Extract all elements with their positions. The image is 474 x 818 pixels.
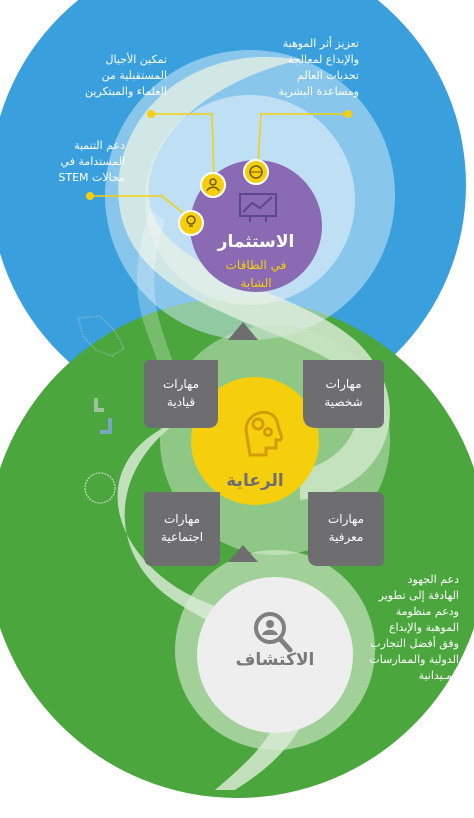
goal-connectors <box>90 113 348 221</box>
discovery-line-4: الموهبة والإبداع <box>388 621 459 634</box>
discovery-line-5: وفق أفضل التجارب <box>370 637 459 650</box>
goal-3-line-3: STEM مجالات <box>58 171 125 184</box>
goal-1-line-1: تعزيز أثر الموهبة <box>282 37 359 50</box>
investment-title: الاستثمار <box>217 232 295 252</box>
goal-1-line-3: تحديات العالم <box>297 69 359 82</box>
skill-leadership-line-1: مهارات <box>162 377 200 391</box>
skill-card-leadership <box>144 360 218 428</box>
discovery-line-2: الهادفة إلى تطوير <box>378 589 459 602</box>
globe-icon <box>243 159 269 185</box>
care-title: الرعاية <box>226 471 284 491</box>
growth-chart-icon <box>239 193 277 222</box>
goal-label-3: دعم التنمية المستدامة في STEM مجالات <box>58 138 125 186</box>
swirl-highlight <box>137 210 175 370</box>
skill-leadership-line-2: قيادية <box>166 395 196 409</box>
goal-3-line-1: دعم التنمية <box>74 139 125 152</box>
skill-personal-line-1: مهارات <box>325 377 362 391</box>
discovery-line-7: المـيدانية <box>418 669 459 682</box>
swirl-ribbon-bottom <box>117 420 312 790</box>
discovery-description: دعم الجهود الهادفة إلى تطوير ودعم منظومة… <box>369 572 459 684</box>
skill-knowledge-line-1: مهارات <box>327 512 365 526</box>
skill-card-social <box>144 492 220 566</box>
goal-dot-3 <box>86 192 94 200</box>
skill-social-line-2: اجتماعية <box>160 530 204 544</box>
discovery-line-3: ودعم منظومة <box>395 605 459 618</box>
saudi-map-icon <box>77 315 125 357</box>
investment-subtitle-1: في الطاقات <box>225 258 287 272</box>
skill-knowledge-text: مهارات معرفية <box>308 510 384 546</box>
goal-dot-1 <box>344 110 352 118</box>
recycle-arrows-icon <box>94 398 112 434</box>
skill-social-line-1: مهارات <box>163 512 201 526</box>
skill-card-personal <box>303 360 384 428</box>
discovery-line-1: دعم الجهود <box>407 573 459 586</box>
goal-2-line-2: المستقبلية من <box>101 69 167 82</box>
skill-leadership-text: مهارات قيادية <box>144 375 218 411</box>
skill-card-knowledge <box>308 492 384 566</box>
goal-1-line-4: ومساعدة البشرية <box>278 85 359 98</box>
up-arrow-bottom <box>228 545 258 562</box>
goal-label-1: تعزيز أثر الموهبة والإبداع لمعالجة تحديا… <box>278 36 359 100</box>
skill-personal-line-2: شخصية <box>324 395 363 409</box>
care-circle <box>191 377 319 505</box>
discovery-line-6: الدولية والممارسات <box>369 653 459 666</box>
bottom-circle <box>197 577 353 733</box>
skill-personal-text: مهارات شخصية <box>303 375 384 411</box>
skill-social-text: مهارات اجتماعية <box>144 510 220 546</box>
skill-knowledge-line-2: معرفية <box>328 530 364 544</box>
investment-subtitle-2: الشابة <box>240 276 272 290</box>
lightbulb-icon <box>178 210 204 236</box>
goal-dot-2 <box>147 110 155 118</box>
search-person-icon <box>254 612 293 653</box>
goal-3-line-2: المستدامة في <box>60 155 125 168</box>
discovery-title: الاكتشاف <box>235 650 315 670</box>
goal-1-line-2: والإبداع لمعالجة <box>287 53 359 66</box>
up-arrow-top <box>228 322 258 340</box>
head-gears-icon <box>244 410 284 457</box>
goal-label-2: تمكين الأجيال المستقبلية من العلماء والم… <box>85 52 167 100</box>
goal-2-line-3: العلماء والمبتكرين <box>84 85 167 98</box>
globe-outline-icon <box>84 472 116 504</box>
person-badge-icon <box>200 172 226 198</box>
goal-2-line-1: تمكين الأجيال <box>105 53 167 66</box>
